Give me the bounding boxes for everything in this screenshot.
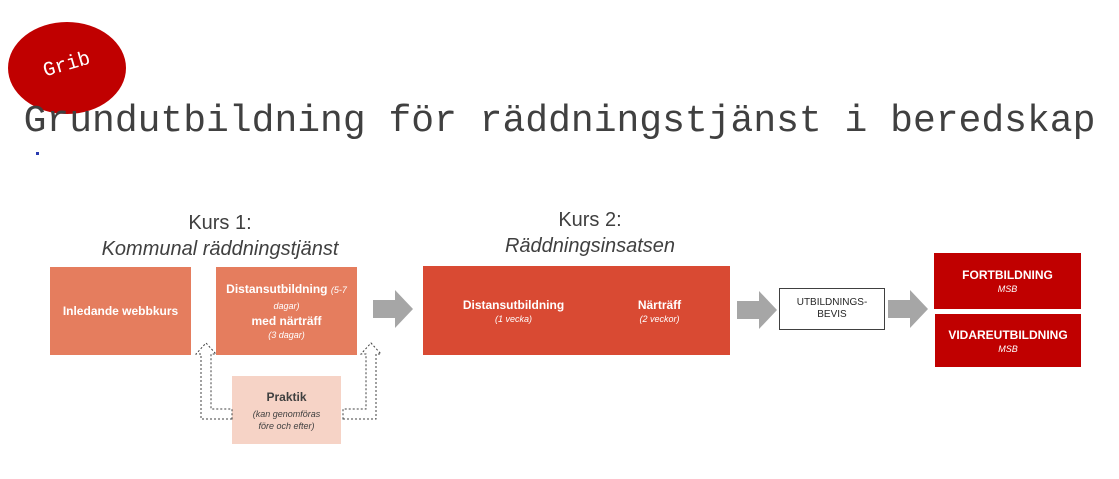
nartraff-label: Närträff bbox=[637, 297, 682, 312]
webbkurs-label: Inledande webbkurs bbox=[62, 304, 179, 318]
right-arrow-icon bbox=[373, 290, 413, 328]
right-arrow-icon bbox=[888, 290, 928, 328]
distans2-label: Distansutbildning bbox=[462, 297, 565, 312]
up-arrow-left-shape bbox=[195, 342, 233, 420]
distans1-label-line: Distansutbildning (5-7 dagar) bbox=[216, 281, 357, 313]
kurs1-name: Kommunal räddningstjänst bbox=[101, 238, 339, 260]
fortbildning-box: FORTBILDNING MSB bbox=[934, 253, 1081, 309]
vidareutbildning-label: VIDAREUTBILDNING bbox=[948, 327, 1068, 342]
praktik-sub: (kan genomföras före och efter) bbox=[252, 408, 321, 431]
kurs2-label: Kurs 2: bbox=[558, 209, 622, 231]
vidareutbildning-sub: MSB bbox=[998, 343, 1018, 354]
distans1-label-sub: (5-7 dagar) bbox=[273, 285, 347, 311]
fortbildning-label: FORTBILDNING bbox=[962, 268, 1053, 282]
distans2-box: Distansutbildning (1 vecka) bbox=[423, 266, 604, 355]
kurs2-name: Räddningsinsatsen bbox=[504, 235, 676, 257]
up-arrow-icon bbox=[195, 342, 233, 420]
right-arrow-shape bbox=[888, 290, 928, 328]
praktik-label: Praktik bbox=[266, 389, 307, 404]
kurs1-label: Kurs 1: bbox=[188, 212, 252, 234]
vidareutbildning-box: VIDAREUTBILDNING MSB bbox=[935, 314, 1081, 367]
distans1-label: Distansutbildning bbox=[226, 282, 328, 296]
praktik-box: Praktik (kan genomföras före och efter) bbox=[232, 376, 341, 444]
page-title: Grundutbildning för räddningstjänst i be… bbox=[23, 100, 1096, 143]
distans1-box: Distansutbildning (5-7 dagar) med närträ… bbox=[216, 267, 357, 355]
kurs2-heading: Kurs 2: Räddningsinsatsen bbox=[455, 207, 725, 259]
fortbildning-sub: MSB bbox=[997, 284, 1018, 294]
up-arrow-icon bbox=[342, 342, 383, 420]
right-arrow-icon bbox=[737, 291, 777, 329]
nartraff-box: Närträff (2 veckor) bbox=[589, 266, 730, 355]
distans2-sub: (1 vecka) bbox=[494, 313, 532, 324]
right-arrow-shape bbox=[373, 290, 413, 328]
webbkurs-box: Inledande webbkurs bbox=[50, 267, 191, 355]
bevis-label: UTBILDNINGS-BEVIS bbox=[796, 297, 868, 320]
up-arrow-right-shape bbox=[342, 342, 383, 420]
distans1-sub: (3 dagar) bbox=[268, 330, 305, 340]
distans1-label2: med närträff bbox=[251, 314, 322, 328]
nartraff-sub: (2 veckor) bbox=[639, 313, 680, 324]
grib-logo: Grib bbox=[8, 22, 126, 114]
decorative-dot bbox=[36, 152, 39, 155]
right-arrow-shape bbox=[737, 291, 777, 329]
bevis-box: UTBILDNINGS-BEVIS bbox=[779, 288, 885, 330]
logo-text: Grib bbox=[40, 47, 94, 83]
kurs1-heading: Kurs 1: Kommunal räddningstjänst bbox=[60, 210, 380, 262]
